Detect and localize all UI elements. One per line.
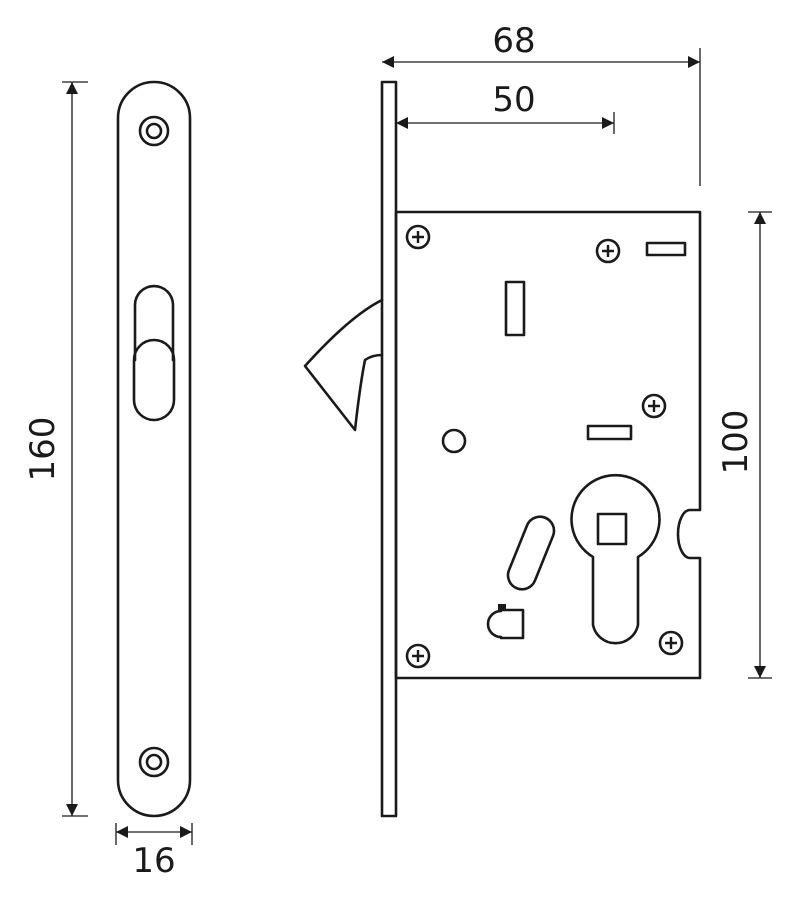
dimension-case-height-label: 100	[716, 410, 756, 475]
dimension-width-label: 16	[132, 841, 175, 881]
hook-latch	[303, 298, 384, 432]
oblong-slot	[506, 515, 556, 591]
screw-bottom-right	[658, 630, 684, 656]
dimension-height: 160	[23, 81, 88, 817]
forend-plate	[380, 80, 398, 818]
dimension-width: 16	[115, 823, 193, 881]
dimension-depth-label: 68	[492, 21, 535, 61]
dimension-backset: 50	[396, 80, 615, 134]
dimension-case-height: 100	[716, 211, 772, 679]
hook-bolt-opening	[132, 284, 176, 422]
screw-hole-top	[138, 115, 170, 147]
cylinder-keyhole	[570, 473, 661, 645]
dimension-height-label: 160	[23, 417, 63, 482]
slot-vertical	[504, 280, 526, 337]
dimension-depth: 68	[382, 21, 701, 186]
stopper-notch	[486, 608, 525, 640]
lock-body-side-view	[303, 80, 702, 818]
slot-horizontal	[586, 424, 633, 441]
faceplate-outline	[116, 80, 192, 818]
dimension-backset-label: 50	[492, 80, 535, 120]
spindle-square	[596, 512, 628, 546]
stopper-tab	[498, 604, 506, 611]
slot-top-right	[645, 241, 687, 257]
pivot-hole	[441, 428, 467, 454]
lock-case-outline	[394, 210, 702, 680]
screw-middle-right	[641, 393, 667, 419]
screw-top-left	[405, 224, 431, 250]
screw-top-right	[595, 238, 621, 264]
faceplate-front-view	[116, 80, 192, 818]
screw-hole-bottom	[138, 746, 170, 778]
screw-bottom-left	[405, 643, 431, 669]
